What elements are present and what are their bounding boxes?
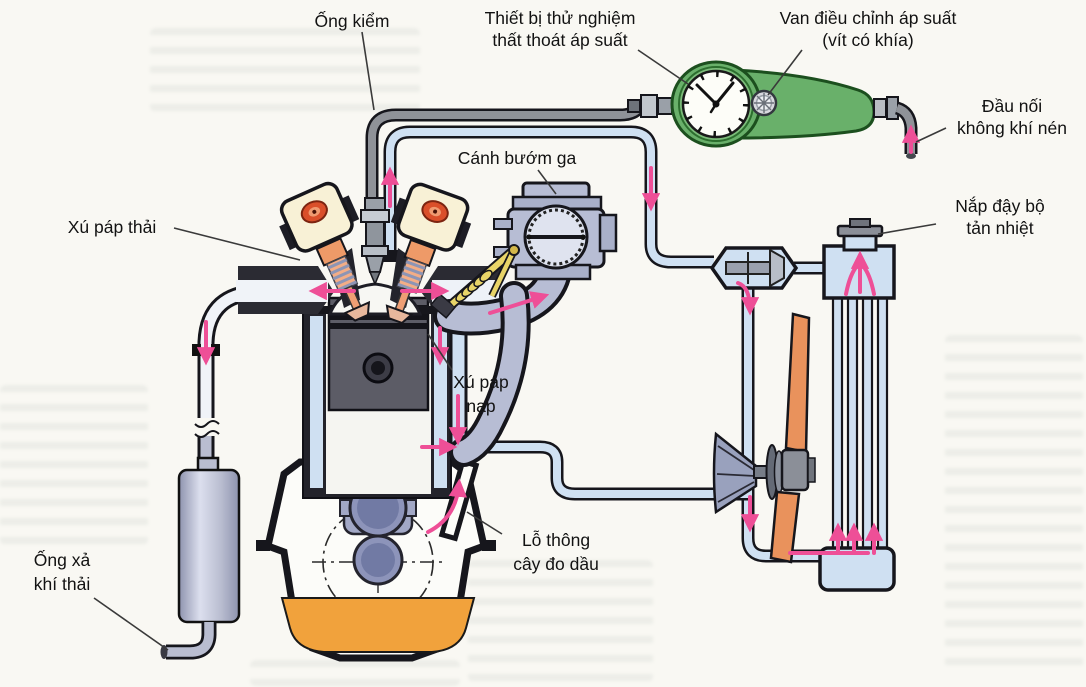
air-connector-end bbox=[906, 153, 916, 159]
leader-thiet-bi bbox=[637, 49, 689, 85]
leakdown-tester bbox=[627, 60, 918, 159]
gauge-needle bbox=[714, 81, 735, 106]
fan-hub bbox=[780, 448, 810, 492]
label-thiet-bi-2: thất thoát áp suất bbox=[492, 30, 627, 50]
intake-manifold bbox=[433, 249, 573, 467]
label-lo-thong-2: cây đo dầu bbox=[513, 554, 599, 574]
outlet-fitting bbox=[873, 98, 887, 118]
linkage-spring bbox=[455, 269, 493, 303]
label-van-2: (vít có khía) bbox=[822, 30, 913, 50]
leader-dau-noi bbox=[915, 127, 947, 143]
tailpipe bbox=[166, 622, 214, 657]
throttle-body bbox=[493, 181, 618, 281]
cooling-system bbox=[709, 218, 896, 592]
flow-arrows bbox=[196, 124, 921, 555]
leader-lines bbox=[93, 31, 947, 651]
radiator-tube bbox=[846, 294, 859, 552]
label-van-1: Van điều chỉnh áp suất bbox=[780, 8, 957, 28]
oil-sump bbox=[280, 597, 476, 653]
label-xu-pap-thai: Xú páp thải bbox=[68, 217, 157, 237]
fan-blade-upper bbox=[784, 312, 811, 454]
label-ong-xa-2: khí thải bbox=[34, 574, 90, 594]
inlet-fitting bbox=[640, 94, 658, 118]
leader-ong-xa bbox=[93, 597, 169, 651]
label-lo-thong-1: Lỗ thông bbox=[522, 529, 590, 550]
fan-blade-lower bbox=[769, 490, 801, 564]
radiator-tube bbox=[876, 294, 889, 552]
label-thiet-bi-1: Thiết bị thử nghiệm bbox=[485, 8, 636, 28]
leader-nap-day bbox=[877, 223, 937, 235]
vacuum-line-loop bbox=[386, 128, 714, 266]
flow-arrow bbox=[736, 281, 760, 316]
gauge-ticks bbox=[683, 71, 749, 137]
radiator-tube bbox=[861, 294, 874, 552]
label-nap-day-1: Nắp đậy bộ bbox=[955, 195, 1045, 216]
label-xu-pap-nap-2: nạp bbox=[466, 396, 495, 416]
water-pump-volute bbox=[712, 431, 758, 515]
coolant-pipes bbox=[381, 125, 830, 563]
label-dau-noi-1: Đầu nối bbox=[982, 96, 1042, 116]
label-nap-day-2: tản nhiệt bbox=[966, 218, 1033, 238]
leader-canh-buom-ga bbox=[537, 169, 557, 195]
labels: Ống kiểm Thiết bị thử nghiệm thất thoát … bbox=[34, 8, 1067, 594]
throttle-linkage bbox=[429, 244, 520, 319]
gauge-needle bbox=[695, 83, 718, 106]
leader-ong-kiem bbox=[361, 31, 375, 111]
radiator-tube bbox=[831, 294, 844, 552]
label-xu-pap-nap-1: Xú páp bbox=[453, 372, 508, 392]
label-dau-noi-2: không khí nén bbox=[957, 118, 1067, 138]
leader-xu-pap-thai bbox=[173, 227, 301, 261]
spark-plug-adapter bbox=[360, 197, 390, 286]
leader-van-dieu-chinh bbox=[767, 49, 803, 96]
label-canh-buom-ga: Cánh bướm ga bbox=[458, 148, 577, 168]
leader-xu-pap-nap bbox=[427, 333, 453, 371]
exhaust-port bbox=[236, 280, 328, 302]
label-ong-xa-1: Ống xả bbox=[34, 549, 91, 570]
water-jacket-left bbox=[310, 316, 323, 488]
radiator-bottom-tank bbox=[818, 546, 896, 592]
muffler bbox=[177, 468, 241, 624]
flow-arrow bbox=[426, 478, 468, 534]
flow-arrow bbox=[488, 291, 550, 315]
leader-lo-thong bbox=[466, 511, 503, 535]
label-ong-kiem: Ống kiểm bbox=[315, 10, 390, 31]
